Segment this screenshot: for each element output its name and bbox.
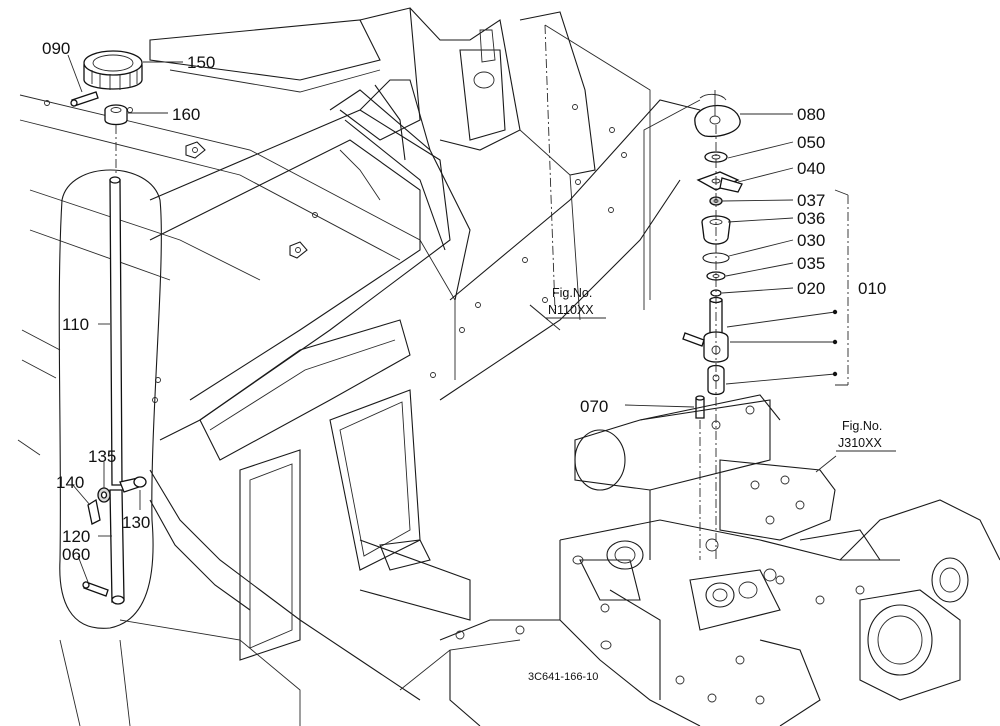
fig-ref-number: N110XX — [548, 303, 594, 317]
lever-assembly — [58, 50, 162, 629]
fig-ref-label: Fig.No. — [552, 286, 592, 300]
callout-080: 080 — [797, 105, 825, 124]
fig-ref-j310xx: Fig.No. J310XX — [836, 419, 896, 452]
callout-120: 120 — [62, 527, 90, 546]
callout-leaders — [67, 54, 837, 583]
callout-037: 037 — [797, 191, 825, 210]
callout-labels: 090 150 160 110 135 140 130 120 060 080 … — [42, 39, 886, 564]
fig-ref-label: Fig.No. — [842, 419, 882, 433]
callout-110: 110 — [62, 315, 89, 334]
callout-070: 070 — [580, 397, 608, 416]
chassis-frame — [17, 7, 701, 726]
callout-030: 030 — [797, 231, 825, 250]
callout-020: 020 — [797, 279, 825, 298]
drawing-code: 3C641-166-10 — [528, 671, 598, 683]
fig-ref-leader-top — [643, 99, 701, 310]
callout-040: 040 — [797, 159, 825, 178]
fig-ref-number: J310XX — [838, 436, 882, 450]
callout-140: 140 — [56, 473, 84, 492]
callout-036: 036 — [797, 209, 825, 228]
fig-ref-n110xx: Fig.No. N110XX — [546, 286, 606, 319]
hydraulic-block — [439, 394, 1000, 726]
callout-035: 035 — [797, 254, 825, 273]
callout-060: 060 — [62, 545, 90, 564]
callout-135: 135 — [88, 447, 116, 466]
callout-160: 160 — [172, 105, 200, 124]
callout-050: 050 — [797, 133, 825, 152]
callout-010: 010 — [858, 279, 886, 298]
callout-150: 150 — [187, 53, 215, 72]
valve-stack — [682, 90, 849, 560]
callout-090: 090 — [42, 39, 70, 58]
callout-130: 130 — [122, 513, 150, 532]
